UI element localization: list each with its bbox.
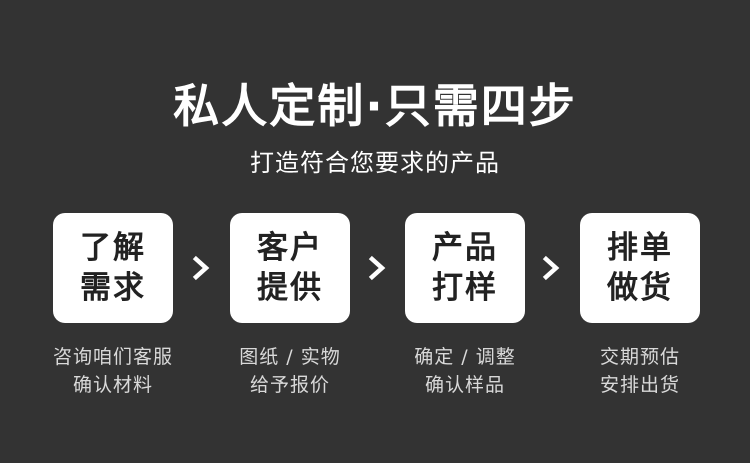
step-description: 确定 / 调整 确认样品 xyxy=(395,343,535,399)
step-card-line-1: 排单 xyxy=(607,230,673,266)
step-card: 了解 需求 xyxy=(53,213,173,323)
step-card: 产品 打样 xyxy=(405,213,525,323)
step-description-line-1: 咨询咱们客服 xyxy=(52,346,173,368)
step-card: 排单 做货 xyxy=(580,213,700,323)
step-card: 客户 提供 xyxy=(230,213,350,323)
step-4: 排单 做货 交期预估 安排出货 xyxy=(570,213,710,399)
step-description-line-1: 图纸 / 实物 xyxy=(239,346,341,368)
step-1: 了解 需求 咨询咱们客服 确认材料 xyxy=(43,213,183,399)
chevron-right-icon xyxy=(188,255,214,281)
step-description-line-2: 安排出货 xyxy=(599,374,680,396)
step-2: 客户 提供 图纸 / 实物 给予报价 xyxy=(220,213,360,399)
step-card-line-2: 提供 xyxy=(257,270,323,306)
step-card-line-1: 了解 xyxy=(80,230,146,266)
step-card-line-2: 打样 xyxy=(432,270,498,306)
page-title: 私人定制·只需四步 xyxy=(173,79,577,133)
step-description: 咨询咱们客服 确认材料 xyxy=(43,343,183,399)
step-description: 交期预估 安排出货 xyxy=(570,343,710,399)
step-card-line-1: 客户 xyxy=(257,230,323,266)
step-description-line-1: 确定 / 调整 xyxy=(414,346,516,368)
steps-row: 了解 需求 咨询咱们客服 确认材料 客户 提供 图纸 / 实物 给予报价 xyxy=(0,213,750,403)
step-description-line-1: 交期预估 xyxy=(599,346,680,368)
step-description-line-2: 确认样品 xyxy=(424,374,505,396)
step-card-line-1: 产品 xyxy=(432,230,498,266)
chevron-right-icon xyxy=(364,255,390,281)
step-description: 图纸 / 实物 给予报价 xyxy=(220,343,360,399)
step-description-line-2: 确认材料 xyxy=(72,374,153,396)
step-description-line-2: 给予报价 xyxy=(249,374,330,396)
step-3: 产品 打样 确定 / 调整 确认样品 xyxy=(395,213,535,399)
step-card-line-2: 做货 xyxy=(607,270,673,306)
chevron-right-icon xyxy=(538,255,564,281)
page-subtitle: 打造符合您要求的产品 xyxy=(250,149,500,177)
step-card-line-2: 需求 xyxy=(80,270,146,306)
